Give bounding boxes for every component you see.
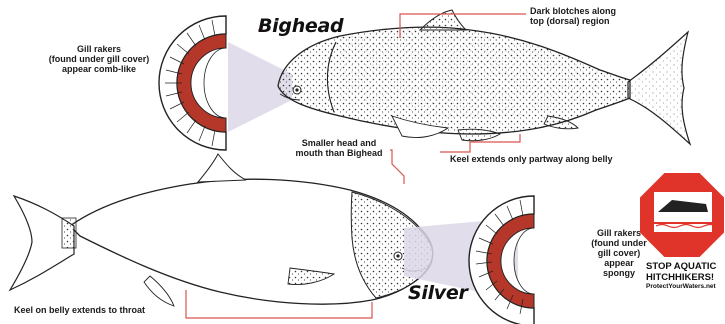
silver-gill-line-1: Gill rakers [588,228,650,238]
silver-gill-line-2: (found under [588,238,650,248]
keel-throat-label: Keel on belly extends to throat [14,305,194,315]
silver-gill-line-4: appear spongy [588,258,650,278]
dark-blotches-line-2: top (dorsal) region [530,16,660,26]
silver-gill-line-3: gill cover) [588,248,650,258]
bighead-gill-line-1: Gill rakers [34,44,164,54]
smaller-head-label: Smaller head and mouth than Bighead [284,138,394,158]
bighead-gill-line-3: appear comb-like [34,64,164,74]
smaller-head-line-2: mouth than Bighead [284,148,394,158]
silver-carp-drawing [10,154,433,306]
stop-aquatic-hitchhikers-logo [639,172,725,258]
silver-title: Silver [408,283,468,304]
stop-sign-line-3: ProtectYourWaters.net [646,283,725,290]
silver-gill-label: Gill rakers (found under gill cover) app… [588,228,650,278]
smaller-head-line-1: Smaller head and [284,138,394,148]
stop-sign-line-2: HITCHHIKERS! [646,273,725,284]
dark-blotches-line-1: Dark blotches along [530,6,660,16]
silver-gill-raker-icon [469,196,534,324]
bighead-gill-line-2: (found under gill cover) [34,54,164,64]
bighead-gill-label: Gill rakers (found under gill cover) app… [34,44,164,74]
bighead-gill-raker-icon [159,16,226,150]
bighead-title: Bighead [258,16,343,37]
stop-sign-text: STOP AQUATIC HITCHHIKERS! ProtectYourWat… [646,262,725,291]
dark-blotches-label: Dark blotches along top (dorsal) region [530,6,660,26]
keel-partway-label: Keel extends only partway along belly [450,154,650,164]
